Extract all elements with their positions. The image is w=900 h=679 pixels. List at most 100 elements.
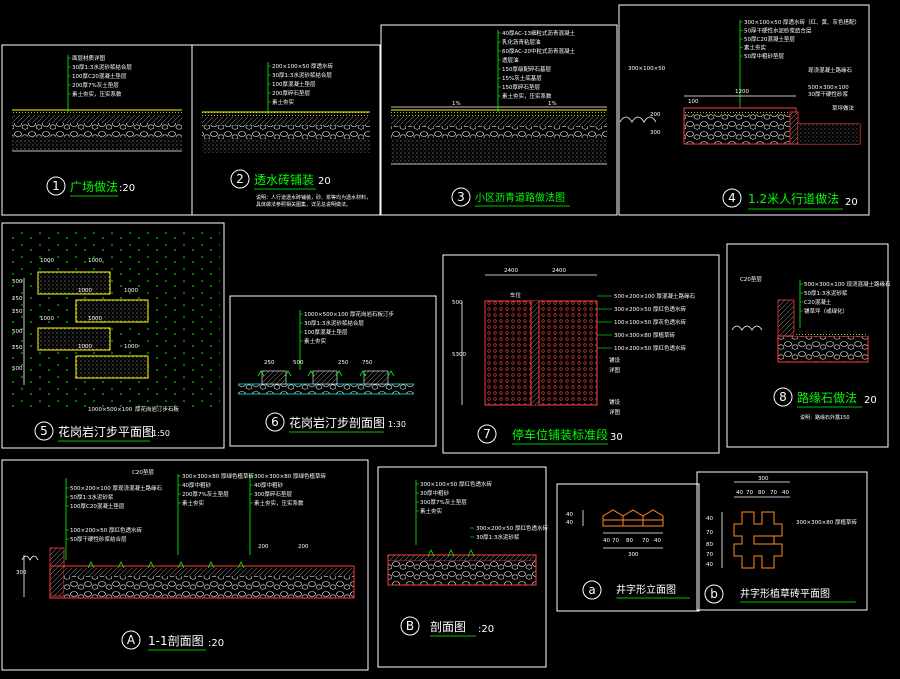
panel-6-stepping-stone-section: 1000×500×100 厚花岗岩石板汀步30厚1:3水泥砂浆结合层100厚混凝… xyxy=(229,295,437,447)
panel-A-notes_right-4: 素土夯实，压实系数 xyxy=(254,499,304,507)
panel-1-note-5: 素土夯实，压实系数 xyxy=(72,90,122,98)
panel-1-plaza-section: 面层材质详图30厚1:3水泥砂浆结合层100厚C20混凝土垫层200厚7%灰土垫… xyxy=(1,44,193,216)
panel-7-note-3: 100×100×50 厚灰色透水砖 xyxy=(614,318,686,326)
panel-7-scale: 30 xyxy=(610,432,623,443)
panel-3-asphalt-road: 1% 1% 40厚AC-13细粒式沥青混凝土乳化沥青粘层油60厚AC-20中粒式… xyxy=(380,24,618,216)
panel-8-note-1: 500×300×100 现浇混凝土路缘石 xyxy=(804,280,891,288)
panel-2-permeable-brick: 200×100×50 厚透水砖30厚1:3水泥砂浆结合层100厚混凝土垫层200… xyxy=(191,44,381,216)
panel-2-remark-2: 具体做法参照相关图集，详见总说明做法。 xyxy=(256,201,351,208)
panel-5-scale: 1:50 xyxy=(152,429,170,438)
panel-4-left-note: 300×100×50 xyxy=(628,66,666,72)
panel-4-sidewalk: 300×100×50 厚透水砖（红、黄、灰色搭配）50厚干硬性水泥砂浆结合层50… xyxy=(618,4,870,216)
panel-B-note-4: 素土夯实 xyxy=(420,507,443,515)
panel-A-notes_left-3: 100厚C20混凝土垫层 xyxy=(70,502,125,510)
panel-A-notes_mid-1: 300×300×80 厚绿色植草砖 xyxy=(182,472,254,480)
panel-b-dim-5: 70 xyxy=(770,490,777,496)
panel-1-note-2: 30厚1:3水泥砂浆结合层 xyxy=(72,63,132,71)
panel-A-top-note: C20垫层 xyxy=(132,468,154,476)
panel-7-side-4: 详图 xyxy=(609,408,621,416)
stepping-stone-1 xyxy=(37,271,111,295)
panel-a-dim-8: 40 xyxy=(566,520,573,526)
panel-b-number: b xyxy=(710,587,718,601)
panel-b-dim-3: 70 xyxy=(746,490,753,496)
panel-3-note-3: 60厚AC-20中粒式沥青混凝土 xyxy=(502,47,575,55)
panel-1-note-4: 200厚7%灰土垫层 xyxy=(72,81,119,89)
panel-4-note-3: 50厚C20混凝土垫层 xyxy=(744,35,795,43)
panel-A-section-1-1: C20垫层 500×200×100 厚现浇混凝土路缘石50厚1:3水泥砂浆100… xyxy=(1,459,369,671)
stepping-stone-3 xyxy=(75,299,149,323)
panel-6-dim-2: 500 xyxy=(293,360,304,366)
panel-7-dim-5300: 5300 xyxy=(452,352,466,358)
panel-5-dim-3: 1000 xyxy=(78,288,92,294)
panel-7-dim-500: 500 xyxy=(452,300,463,306)
panel-7-dim-2400-b: 2400 xyxy=(552,268,566,274)
panel-5-dim-2: 1000 xyxy=(88,258,102,264)
panel-7-side-1: 铺设 xyxy=(609,356,621,364)
panel-1-note-1: 面层材质详图 xyxy=(72,54,106,62)
panel-6-note-4: 素土夯实 xyxy=(304,337,327,345)
panel-3-slope-right: 1% xyxy=(548,101,557,107)
panel-A-dim-200-a: 200 xyxy=(258,544,269,550)
panel-4-note-5: 50厚中粗砂垫层 xyxy=(744,52,784,60)
panel-3-title: 小区沥青道路做法图 xyxy=(475,191,565,204)
stepping-stone-2 xyxy=(37,327,111,351)
panel-2-scale: 20 xyxy=(318,176,331,187)
panel-b-title: 井字形植草砖平面图 xyxy=(740,587,830,600)
panel-B-right-note-2: 30厚1:3水泥砂浆 xyxy=(476,533,520,541)
panel-3-note-4: 透层油 xyxy=(502,56,519,64)
panel-6-number: 6 xyxy=(271,415,279,429)
panel-3-number: 3 xyxy=(457,190,465,204)
panel-4-note-4: 素土夯实 xyxy=(744,44,767,52)
panel-8-curb: C20垫层 500×300×100 现浇混凝土路缘石50厚1:3水泥砂浆C20混… xyxy=(726,243,891,448)
panel-a-dim-1: 40 xyxy=(603,538,610,544)
panel-5-bottom-note: 1000×500×100 xyxy=(88,407,133,413)
panel-6-dim-1: 250 xyxy=(264,360,275,366)
panel-5-dim-13: 250 xyxy=(12,345,23,351)
panel-4-curb-note-2: 30厚干硬性砂浆 xyxy=(808,90,848,98)
panel-7-dim-2400-a: 2400 xyxy=(504,268,518,274)
panel-b-dim-7: 40 xyxy=(706,516,713,522)
panel-A-dim-300: 300 xyxy=(16,570,27,576)
panel-5-dim-1: 1000 xyxy=(40,258,54,264)
panel-2-note-5: 素土夯实 xyxy=(272,98,295,106)
panel-a-dim-4: 70 xyxy=(642,538,649,544)
panel-b-right-note: 300×300×80 厚植草砖 xyxy=(796,518,857,526)
panel-6-dim-3: 250 xyxy=(338,360,349,366)
panel-5-dim-11: 250 xyxy=(12,309,23,315)
panel-6-scale: 1:30 xyxy=(388,420,406,429)
panel-A-notes_bottom-1: 100×200×50 厚红色透水砖 xyxy=(70,526,142,534)
panel-5-dim-14: 500 xyxy=(12,366,23,372)
panel-8-scale: 20 xyxy=(864,395,877,406)
panel-7-note-4: 300×300×80 厚植草砖 xyxy=(614,331,675,339)
panel-7-title: 停车位铺装标准段 xyxy=(512,427,608,442)
panel-B-note-1: 300×100×50 厚红色透水砖 xyxy=(420,480,492,488)
panel-4-dim-300: 300 xyxy=(650,130,661,136)
panel-4-note-2: 50厚干硬性水泥砂浆结合层 xyxy=(744,27,812,35)
panel-7-number: 7 xyxy=(483,427,491,441)
panel-7-side-3: 铺设 xyxy=(609,398,621,406)
panel-A-notes_left-2: 50厚1:3水泥砂浆 xyxy=(70,493,114,501)
panel-6-note-2: 30厚1:3水泥砂浆结合层 xyxy=(304,319,364,327)
panel-7-top-label: 车位 xyxy=(510,291,522,299)
panel-2-note-4: 200厚碎石垫层 xyxy=(272,89,310,97)
panel-b-dim-6: 40 xyxy=(782,490,789,496)
panel-A-title: 1-1剖面图 xyxy=(148,634,204,648)
panel-6-note-3: 100厚混凝土垫层 xyxy=(304,328,348,336)
panel-8-note-3: C20混凝土 xyxy=(804,298,832,306)
panel-4-dim-200: 200 xyxy=(650,112,661,118)
panel-5-title: 花岗岩汀步平面图 xyxy=(58,424,154,439)
panel-4-right-note: 现浇混凝土路缘石 xyxy=(808,66,853,74)
stepping-stone-4 xyxy=(75,355,149,379)
panel-B-title: 剖面图 xyxy=(430,620,466,634)
panel-a-dim-6: 300 xyxy=(628,552,639,558)
panel-4-note-1: 300×100×50 厚透水砖（红、黄、灰色搭配） xyxy=(744,18,860,26)
panel-6-dim-4: 750 xyxy=(362,360,373,366)
panel-b-dim-9: 80 xyxy=(706,542,713,548)
panel-3-note-1: 40厚AC-13细粒式沥青混凝土 xyxy=(502,29,575,37)
panel-4-dim-100: 100 xyxy=(688,99,699,105)
panel-5-dim-7: 1000 xyxy=(78,344,92,350)
